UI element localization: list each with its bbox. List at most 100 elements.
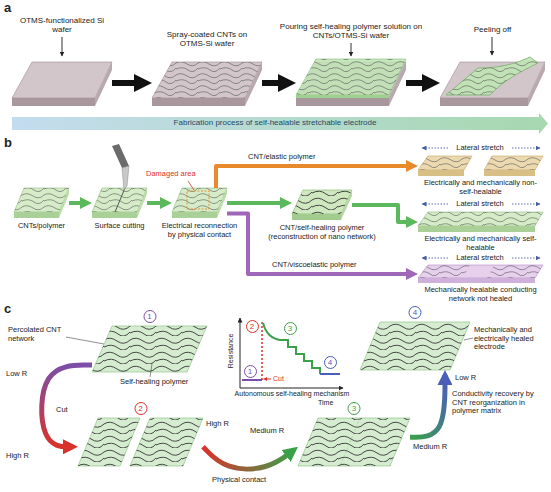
stretch-illustration (418, 148, 543, 176)
electrode-block-illustration (115, 188, 125, 212)
node-text-group: Mechanically healable conducting network… (418, 286, 543, 303)
stretch-result: Electrically and mechanically self-heala… (418, 212, 543, 232)
electrode-block-illustration (59, 188, 69, 218)
wafer-illustration (296, 59, 406, 95)
wafer-illustration (351, 43, 352, 56)
edge-label: CNT/elastic polymer (248, 153, 338, 162)
electrode-sheet (130, 418, 203, 466)
node-text-group: Pouring self-healing polymer solution on… (276, 22, 426, 40)
electrode-block-illustration (292, 190, 352, 220)
callout-label: Percolated CNT network (8, 326, 70, 343)
wafer-illustration (152, 62, 262, 98)
stretch-label: Lateral stretch (450, 144, 510, 153)
wafer-stage: Pouring self-healing polymer solution on… (296, 58, 406, 108)
stretch-illustration (418, 265, 543, 278)
wafer-illustration (12, 98, 95, 106)
edge-label: Conductivity recovery by CNT reorganizat… (452, 390, 548, 416)
panel-letter: c (4, 302, 18, 317)
process-bar (12, 117, 539, 130)
stretch-illustration (484, 156, 543, 170)
electrode-sheet (66, 326, 207, 377)
electrode-block-illustration (188, 181, 194, 190)
stretch-illustration (418, 170, 464, 176)
node-text-group: 3 (348, 402, 361, 415)
callout-number: 3 (284, 322, 297, 335)
resistance-graph (263, 377, 267, 381)
node-text-group: Electrical reconnection by physical cont… (158, 222, 242, 239)
node-text-group: 4 (409, 306, 422, 319)
node-text-group: Electrically and mechanically self-heala… (418, 235, 543, 252)
electrode-block: CNT/self-healing polymer (reconstruction… (292, 190, 352, 220)
process-arrow (262, 80, 290, 86)
node-label: CNT/self-healing polymer (reconstruction… (262, 224, 382, 241)
stretch-illustration (418, 278, 535, 283)
electrode-block-illustration (292, 214, 341, 220)
process-arrow (69, 201, 88, 205)
wafer-illustration (492, 37, 493, 55)
wafer-illustration (245, 62, 262, 106)
stretch-label: Lateral stretch (450, 254, 510, 263)
stretch-illustration (512, 258, 540, 259)
node-label: Surface cutting (84, 222, 156, 231)
node-label: Electrically and mechanically self-heala… (418, 235, 543, 252)
stretch-illustration (418, 212, 543, 226)
node-label: CNTs/polymer (6, 222, 78, 231)
stretch-illustration (418, 204, 543, 232)
node-label: Electrically and mechanically non-self-h… (418, 179, 543, 196)
wafer-illustration (446, 57, 538, 95)
electrode-block-illustration (112, 144, 129, 168)
healing-state: 2 (78, 418, 203, 466)
callout-label: Damaged area (146, 170, 204, 179)
edge-label: CNT/viscoelastic polymer (272, 261, 382, 270)
callout-label: Mechanically and electrically healed ele… (474, 326, 548, 352)
healing-state: 1 (92, 326, 207, 372)
node-text-group: Surface cutting (84, 222, 156, 231)
node-text-group: Electrically and mechanically non-self-h… (418, 179, 543, 196)
stretch-illustration (422, 204, 448, 205)
wafer-illustration (528, 62, 545, 106)
electrode-block-illustration (217, 188, 227, 218)
process-arrow (410, 375, 445, 437)
wafer-illustration (296, 43, 406, 106)
electrode-block-illustration (187, 191, 209, 209)
graph-note: Cut (273, 375, 289, 383)
electrode-sheet (92, 326, 207, 372)
node-text-group: CNTs/polymer (6, 222, 78, 231)
resistance-level: High R (6, 452, 38, 461)
process-arrow (406, 80, 434, 86)
stretch-illustration (422, 148, 448, 149)
stretch-result: Mechanically healable conducting network… (418, 265, 543, 283)
electrode-block: Electrical reconnection by physical cont… (172, 188, 227, 218)
electrode-block-illustration (14, 188, 69, 218)
wafer-illustration (62, 37, 63, 56)
stretch-illustration (418, 212, 543, 226)
electrode-block-illustration (92, 212, 137, 218)
wafer-illustration (152, 62, 262, 106)
wafer-illustration (12, 62, 112, 98)
process-arrow (147, 201, 168, 205)
stretch-illustration (487, 265, 543, 278)
callout-label: Self-healing polymer (120, 378, 210, 387)
wafer-illustration (152, 98, 245, 106)
electrode-sheet (340, 418, 360, 466)
healing-state: 3 (298, 418, 410, 466)
graph-title: Autonomous self-healing mechanism (232, 390, 352, 398)
resistance-graph (261, 322, 263, 380)
stretch-illustration (418, 226, 535, 232)
electrode-sheet (78, 418, 203, 466)
process-arrow (216, 166, 414, 188)
electrode-sheet (298, 418, 410, 466)
electrode-block-illustration (137, 188, 147, 218)
node-text-group: CNT/self-healing polymer (reconstruction… (262, 224, 382, 241)
wafer-illustration (440, 98, 528, 106)
resistance-level: Medium R (250, 427, 292, 436)
electrode-sheet (66, 337, 104, 344)
resistance-level: Low R (6, 370, 36, 379)
state-number: 1 (143, 310, 156, 323)
node-label: Spray-coated CNTs on OTMS-Si wafer (155, 30, 259, 48)
state-number: 3 (348, 402, 361, 415)
healing-state: 4 (360, 322, 470, 370)
electrode-sheet (464, 338, 473, 340)
stretch-illustration (484, 156, 543, 170)
